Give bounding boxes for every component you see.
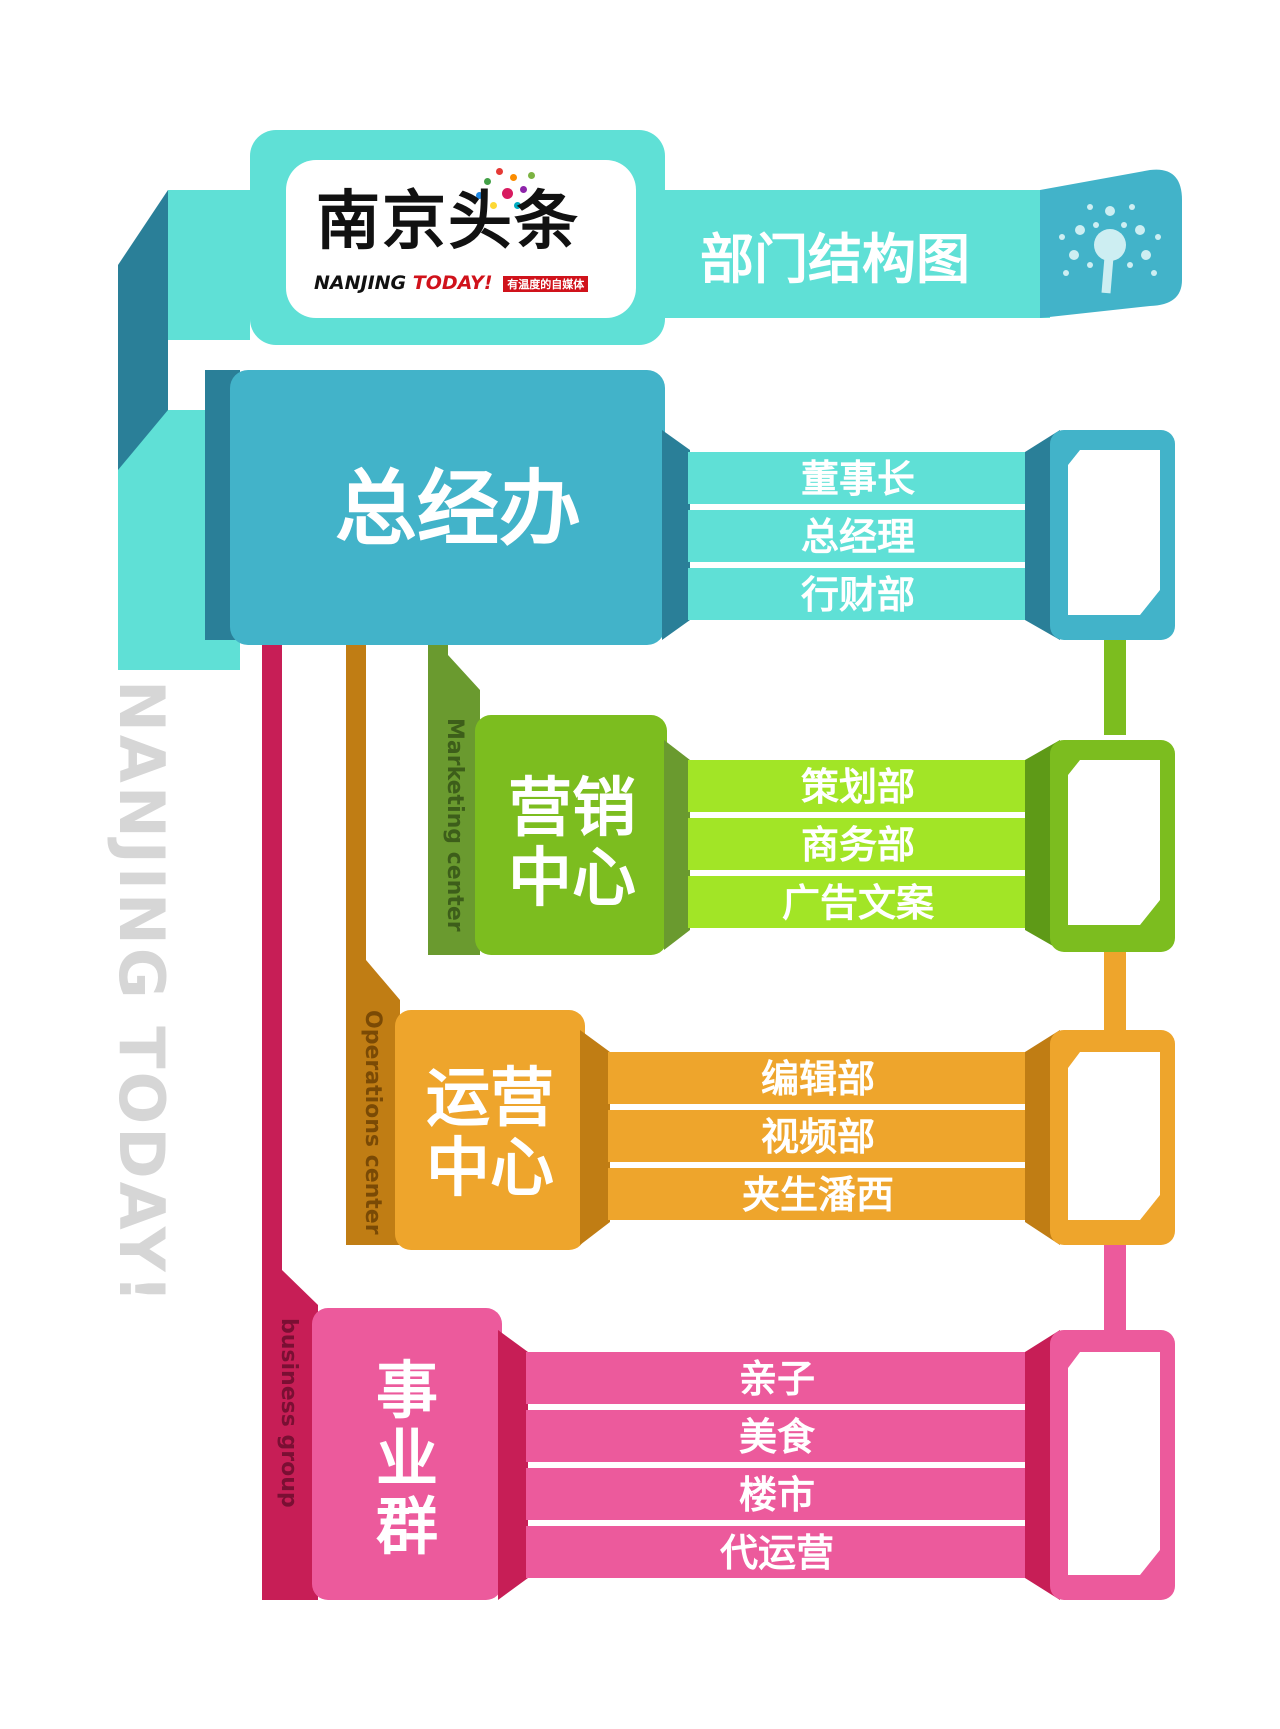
logo-en-part2: TODAY! [412,272,493,294]
dept3-title-line1: 运营 [426,1062,554,1136]
dept4-sub-4: 代运营 [720,1531,834,1575]
dept2-end-window [1068,760,1160,925]
dept2-sub-2: 商务部 [801,823,915,867]
dept4-title-line1: 事 [376,1354,438,1427]
dept3-title-line2: 中心 [426,1132,554,1206]
dept3-sub-1: 编辑部 [761,1057,875,1101]
dept4-title-line2: 业 [376,1422,438,1495]
dept2-sub-band-1 [688,760,1028,812]
dept2-connector [664,740,690,950]
dept3-sub-3: 夹生潘西 [742,1173,894,1217]
burst-icon [1059,204,1161,294]
dept4-block [312,1308,502,1600]
dept3-sub-band-1 [608,1052,1028,1104]
dept2-title-line2: 中心 [508,842,636,916]
connector-line-right-orange [1104,945,1126,1030]
dept4-end-window [1068,1352,1160,1575]
watermark-text: NANJING TODAY! [105,680,178,1306]
dept2-side-strip [428,655,480,955]
dept4-sub-band-3 [526,1468,1028,1520]
connector-line-right-green [1104,635,1126,735]
dept2-sub-1: 策划部 [801,765,915,809]
dept3-side-strip [346,960,400,1245]
dept1-connector [662,430,690,640]
logo-chinese: 南京头条 [316,185,580,259]
dept2-side-label: Marketing center [442,718,467,932]
dept4-sub-3: 楼市 [739,1473,815,1517]
dept4-side-label: business group [276,1318,301,1508]
dept1-title: 总经办 [335,462,581,557]
logo-en-part1: NANJING [314,272,413,294]
dept4-sub-band-1 [526,1352,1028,1404]
dept4-side-strip [262,1270,318,1600]
dept1-sub-band-1 [688,452,1028,504]
dept2-sub-band-2 [688,818,1028,870]
dept4-sub-band-2 [526,1410,1028,1462]
dept4-sub-1: 亲子 [739,1357,815,1401]
dept3-sub-band-3 [608,1168,1028,1220]
dept1-sub-band-2 [688,510,1028,562]
dept2-sub-band-3 [688,876,1028,928]
dept1-sub-3: 行财部 [801,573,915,617]
dept2-block [475,715,667,955]
dept1-sub-2: 总经理 [801,515,915,559]
logo-english: NANJING TODAY! 有温度的自媒体 [314,272,589,294]
dept3-connector [580,1030,610,1245]
dept3-sub-2: 视频部 [761,1115,875,1159]
dept3-block [395,1010,585,1250]
dept4-sub-band-4 [526,1526,1028,1578]
dept2-sub-3: 广告文案 [782,881,935,925]
dept3-side-label: Operations center [360,1010,385,1235]
logo: 南京头条 NANJING TODAY! 有温度的自媒体 [286,160,636,318]
dept4-connector [498,1330,528,1600]
connector-line-right-pink [1104,1235,1126,1330]
dept3-sub-band-2 [608,1110,1028,1162]
dept4-sub-2: 美食 [739,1415,816,1459]
dept1-end-window [1068,450,1160,615]
dept4-title-line3: 群 [376,1490,438,1563]
dept1-block [230,370,665,645]
header-bar-left-fold [168,190,250,340]
dept1-sub-1: 董事长 [801,457,915,501]
dept3-end-window [1068,1052,1160,1220]
chart-title: 部门结构图 [700,228,970,291]
dept2-title-line1: 营销 [508,772,636,846]
logo-slogan: 有温度的自媒体 [503,275,589,292]
dept1-sub-band-3 [688,568,1028,620]
header-title-bar [660,190,1050,318]
